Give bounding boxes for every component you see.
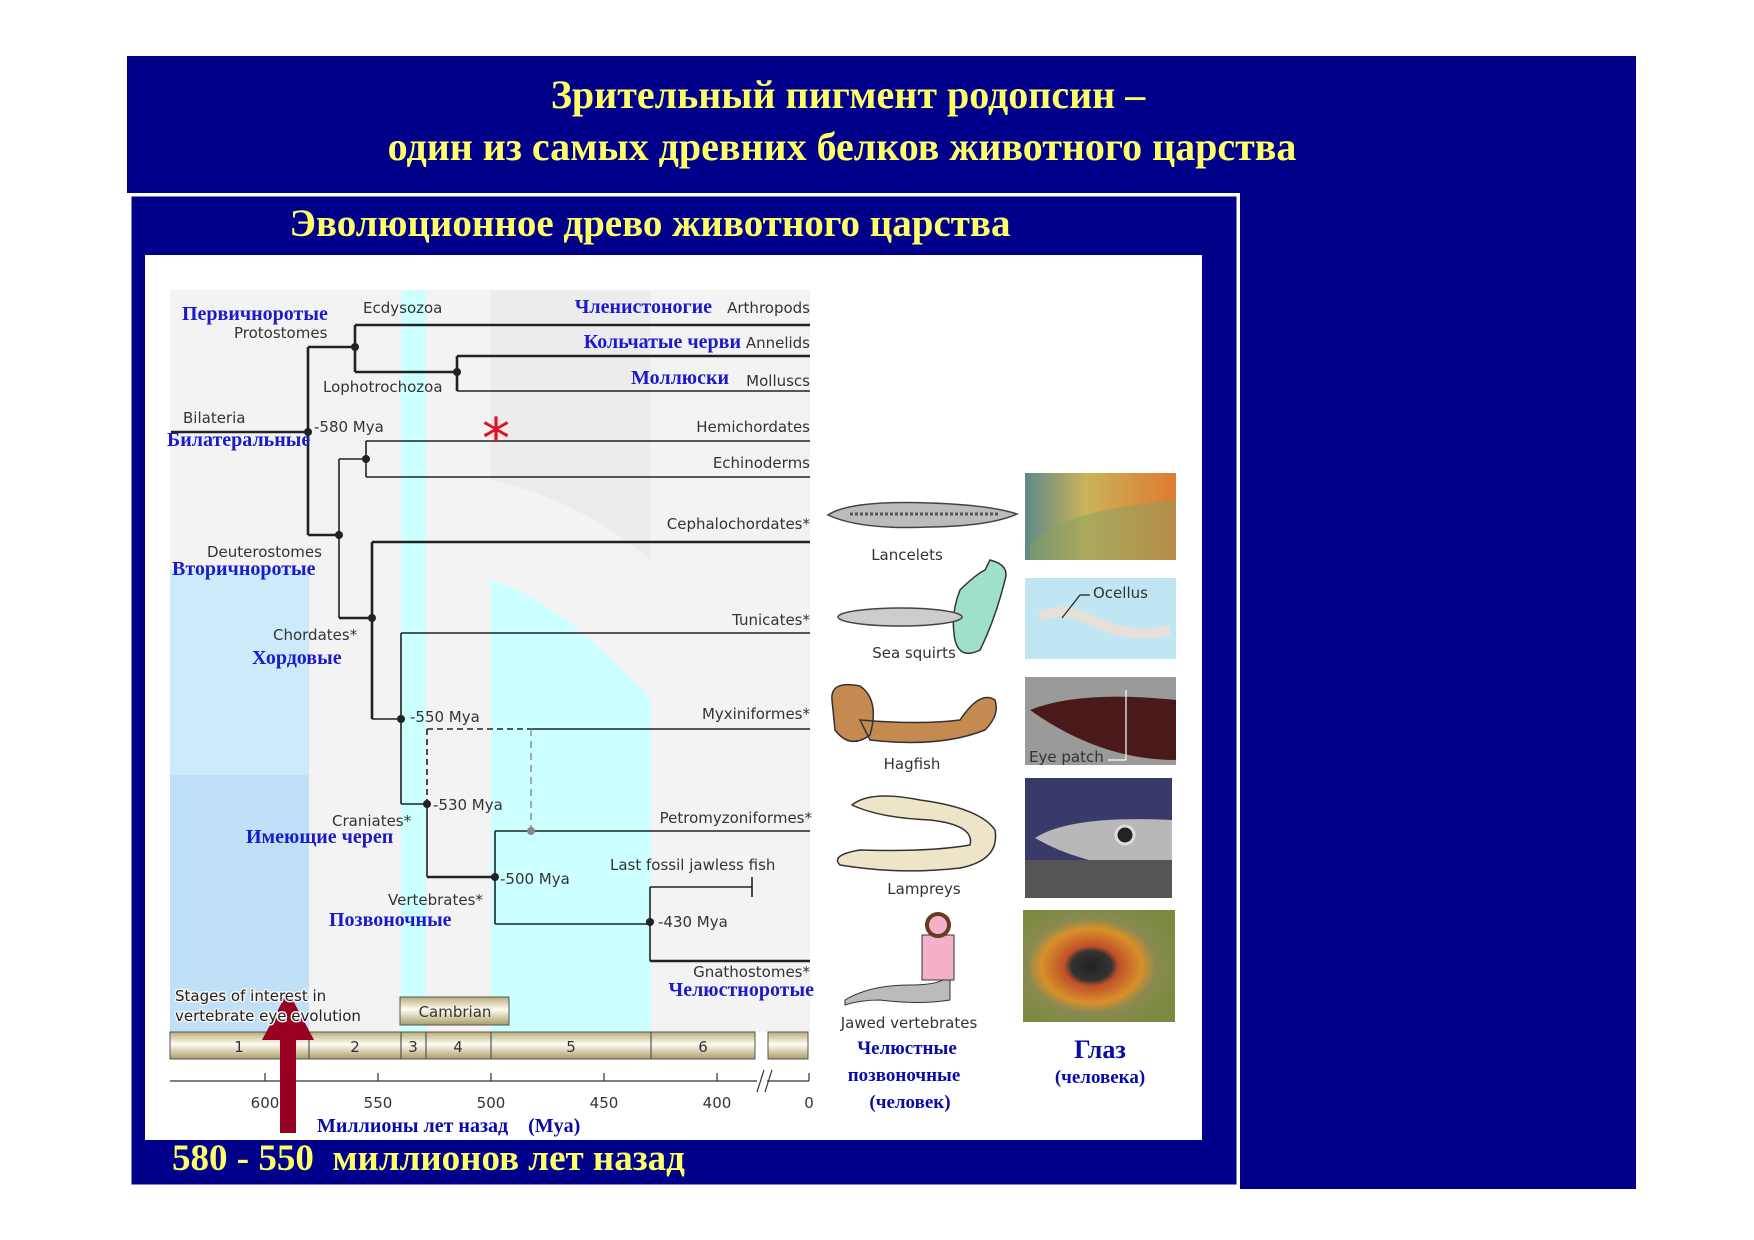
ocellus-label: Ocellus (1093, 584, 1148, 602)
craniates-ru-label: Имеющие череп (246, 826, 393, 848)
title-band (127, 56, 1636, 193)
protostomes-ru-label: Первичноротые (182, 303, 328, 325)
eye-patch-label: Eye patch (1029, 748, 1104, 766)
right-panel (1240, 193, 1636, 1189)
stage-3: 3 (408, 1038, 418, 1056)
eye-ru-sub-label: (человека) (1055, 1067, 1145, 1088)
ecdysozoa-label: Ecdysozoa (363, 299, 442, 317)
title-line-2: один из самых древних белков животного ц… (388, 124, 1297, 169)
mya-500-label: -500 Mya (500, 870, 570, 888)
bottom-caption: 580 - 550 миллионов лет назад (172, 1138, 685, 1179)
arthropods-label: Arthropods (727, 299, 810, 317)
lophotrochozoa-label: Lophotrochozoa (323, 378, 443, 396)
time-bands (170, 290, 810, 1032)
molluscs-ru-label: Моллюски (631, 367, 729, 389)
lamprey-drawing (836, 795, 997, 872)
sea-squirt-photo (1025, 578, 1176, 659)
annelids-label: Annelids (746, 334, 810, 352)
tick-550: 550 (364, 1094, 393, 1112)
chordates-ru-label: Хордовые (252, 647, 342, 669)
gnathostomes-ru-label: Челюстноротые (669, 979, 815, 1001)
vertebrates-ru-label: Позвоночные (329, 909, 452, 931)
stages-label-2: vertebrate eye evolution (175, 1007, 361, 1025)
eye-ru-label: Глаз (1074, 1035, 1126, 1064)
jawed-ru-line-2: позвоночные (848, 1065, 961, 1086)
bilateria-ru-label: Билатеральные (167, 429, 310, 451)
mermaid-drawing (844, 912, 955, 1006)
hemichordates-label: Hemichordates (696, 418, 810, 436)
mya-580-label: -580 Mya (314, 418, 384, 436)
echinoderms-label: Echinoderms (713, 454, 810, 472)
deuterostomes-ru-label: Вторичноротые (172, 558, 316, 580)
vertebrates-label: Vertebrates* (388, 891, 483, 909)
subtitle: Эволюционное древо животного царства (290, 202, 1011, 245)
deuterostomes-label: Deuterostomes (207, 543, 322, 561)
mya-550-label: -550 Mya (410, 708, 480, 726)
lancelets-label: Lancelets (871, 546, 943, 564)
stage-5: 5 (566, 1038, 576, 1056)
cambrian-box (399, 996, 510, 1026)
jawed-ru-line-3: (человек) (869, 1092, 950, 1113)
stage-6: 6 (698, 1038, 708, 1056)
human-eye-photo (1023, 910, 1175, 1022)
hagfish-label: Hagfish (884, 755, 941, 773)
tick-450: 450 (590, 1094, 619, 1112)
stage-4: 4 (453, 1038, 463, 1056)
gnathostomes-label: Gnathostomes* (693, 963, 810, 981)
bilateria-label: Bilateria (183, 409, 245, 427)
red-asterisk-icon: * (482, 407, 510, 472)
red-arrow-icon (262, 991, 314, 1133)
mya-530-label: -530 Mya (433, 796, 503, 814)
mya-430-label: -430 Mya (658, 913, 728, 931)
sea-squirt-drawing (837, 559, 1007, 655)
tick-0: 0 (804, 1094, 814, 1112)
stage-2: 2 (350, 1038, 360, 1056)
chordates-label: Chordates* (273, 626, 358, 644)
tick-600: 600 (251, 1094, 280, 1112)
petromyzoniformes-label: Petromyzoniformes* (660, 809, 813, 827)
jawed-vertebrates-label: Jawed vertebrates (840, 1014, 978, 1032)
craniates-label: Craniates* (332, 812, 412, 830)
lampreys-label: Lampreys (887, 880, 961, 898)
tick-400: 400 (703, 1094, 732, 1112)
protostomes-label: Protostomes (234, 324, 328, 342)
arthropods-ru-label: Членистоногие (575, 296, 712, 318)
tick-500: 500 (477, 1094, 506, 1112)
title-line-1: Зрительный пигмент родопсин – (551, 72, 1146, 117)
lancelet-drawing (826, 501, 1020, 529)
myxiniformes-label: Myxiniformes* (702, 705, 811, 723)
phylogenetic-tree (171, 323, 810, 963)
jawed-ru-line-1: Челюстные (857, 1038, 957, 1059)
cambrian-label: Cambrian (419, 1003, 492, 1021)
molluscs-label: Molluscs (746, 372, 810, 390)
time-axis (170, 1069, 810, 1093)
annelids-ru-label: Кольчатые черви (584, 331, 741, 353)
sea-squirts-label: Sea squirts (872, 644, 956, 662)
hagfish-drawing (831, 683, 997, 744)
axis-label: Миллионы лет назад (Mya) (317, 1115, 580, 1137)
stages-label-1: Stages of interest in (175, 987, 326, 1005)
last-fossil-label: Last fossil jawless fish (610, 856, 775, 874)
tunicates-label: Tunicates* (731, 611, 810, 629)
stage-1: 1 (234, 1038, 244, 1056)
cephalochordates-label: Cephalochordates* (667, 515, 811, 533)
